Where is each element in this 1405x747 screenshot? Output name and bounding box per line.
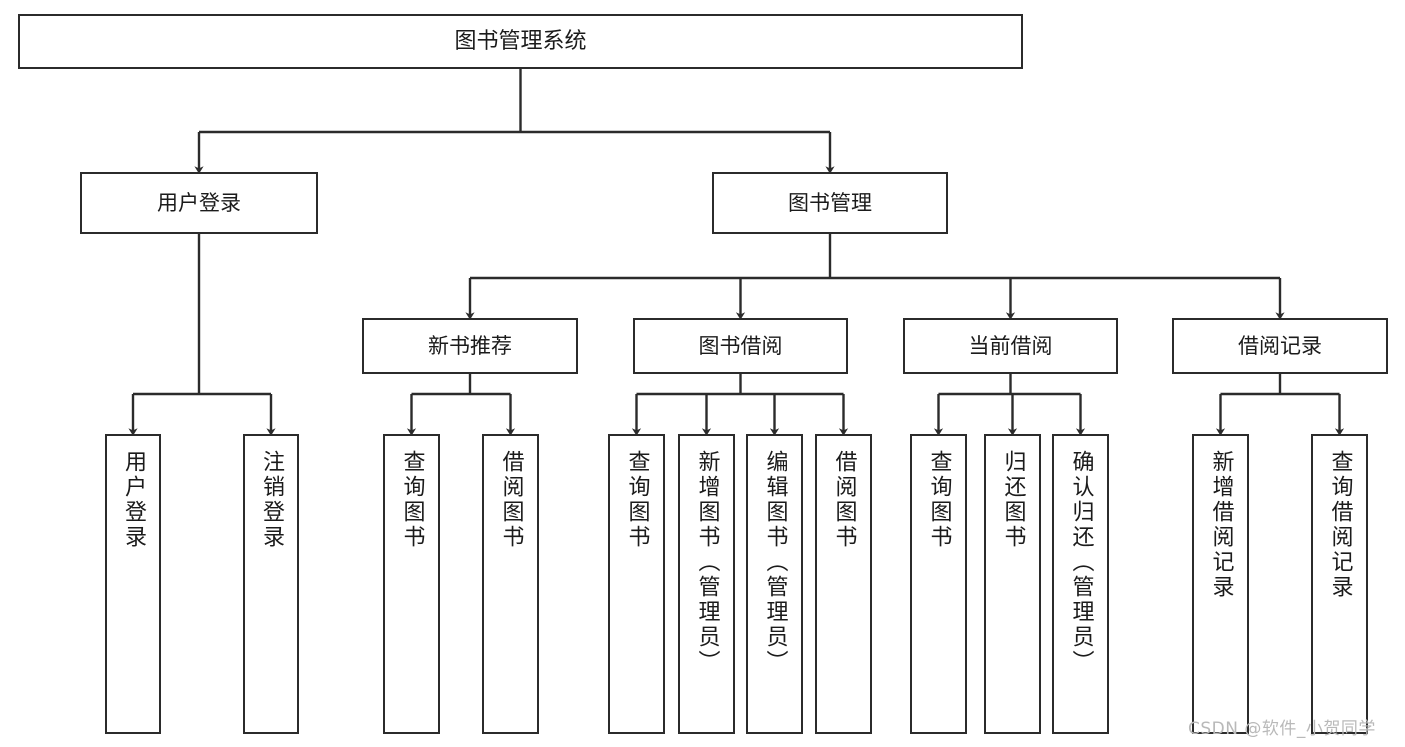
- node-leaf-cb-confirm[interactable]: 确认归还（管理员）: [1052, 434, 1109, 734]
- node-leaf-bb-add[interactable]: 新增图书（管理员）: [678, 434, 735, 734]
- node-leaf-br-add[interactable]: 新增借阅记录: [1192, 434, 1249, 734]
- node-user-login[interactable]: 用户登录: [80, 172, 318, 234]
- node-label: 新增图书（管理员）: [694, 450, 720, 675]
- node-label: 归还图书: [1000, 450, 1026, 550]
- node-label: 查询图书: [399, 450, 425, 550]
- node-root[interactable]: 图书管理系统: [18, 14, 1023, 69]
- node-book-mgmt[interactable]: 图书管理: [712, 172, 948, 234]
- node-label: 借阅记录: [1238, 333, 1322, 358]
- node-label: 编辑图书（管理员）: [762, 450, 788, 675]
- node-borrow-record[interactable]: 借阅记录: [1172, 318, 1388, 374]
- node-new-book-rec[interactable]: 新书推荐: [362, 318, 578, 374]
- node-label: 图书管理系统: [454, 28, 587, 54]
- node-label: 查询图书: [926, 450, 952, 550]
- node-leaf-user-login[interactable]: 用户登录: [105, 434, 161, 734]
- node-label: 借阅图书: [831, 450, 857, 550]
- node-label: 图书管理: [788, 190, 872, 215]
- node-label: 新书推荐: [428, 333, 512, 358]
- node-leaf-br-query[interactable]: 查询借阅记录: [1311, 434, 1368, 734]
- node-leaf-rec-query[interactable]: 查询图书: [383, 434, 440, 734]
- node-current-borrow[interactable]: 当前借阅: [903, 318, 1118, 374]
- node-leaf-rec-borrow[interactable]: 借阅图书: [482, 434, 539, 734]
- node-label: 新增借阅记录: [1208, 450, 1234, 600]
- node-label: 查询图书: [624, 450, 650, 550]
- node-leaf-user-logout[interactable]: 注销登录: [243, 434, 299, 734]
- node-label: 用户登录: [121, 450, 146, 550]
- node-leaf-bb-query[interactable]: 查询图书: [608, 434, 665, 734]
- node-label: 用户登录: [157, 190, 241, 215]
- node-label: 查询借阅记录: [1327, 450, 1353, 600]
- node-leaf-bb-borrow[interactable]: 借阅图书: [815, 434, 872, 734]
- node-label: 图书借阅: [698, 333, 783, 358]
- node-label: 注销登录: [259, 450, 284, 550]
- node-leaf-bb-edit[interactable]: 编辑图书（管理员）: [746, 434, 803, 734]
- node-leaf-cb-query[interactable]: 查询图书: [910, 434, 967, 734]
- node-label: 借阅图书: [498, 450, 524, 550]
- csdn-watermark: CSDN @软件_小贺同学: [1188, 719, 1376, 739]
- node-leaf-cb-return[interactable]: 归还图书: [984, 434, 1041, 734]
- node-label: 当前借阅: [968, 333, 1053, 358]
- node-book-borrow[interactable]: 图书借阅: [633, 318, 848, 374]
- node-label: 确认归还（管理员）: [1068, 450, 1094, 675]
